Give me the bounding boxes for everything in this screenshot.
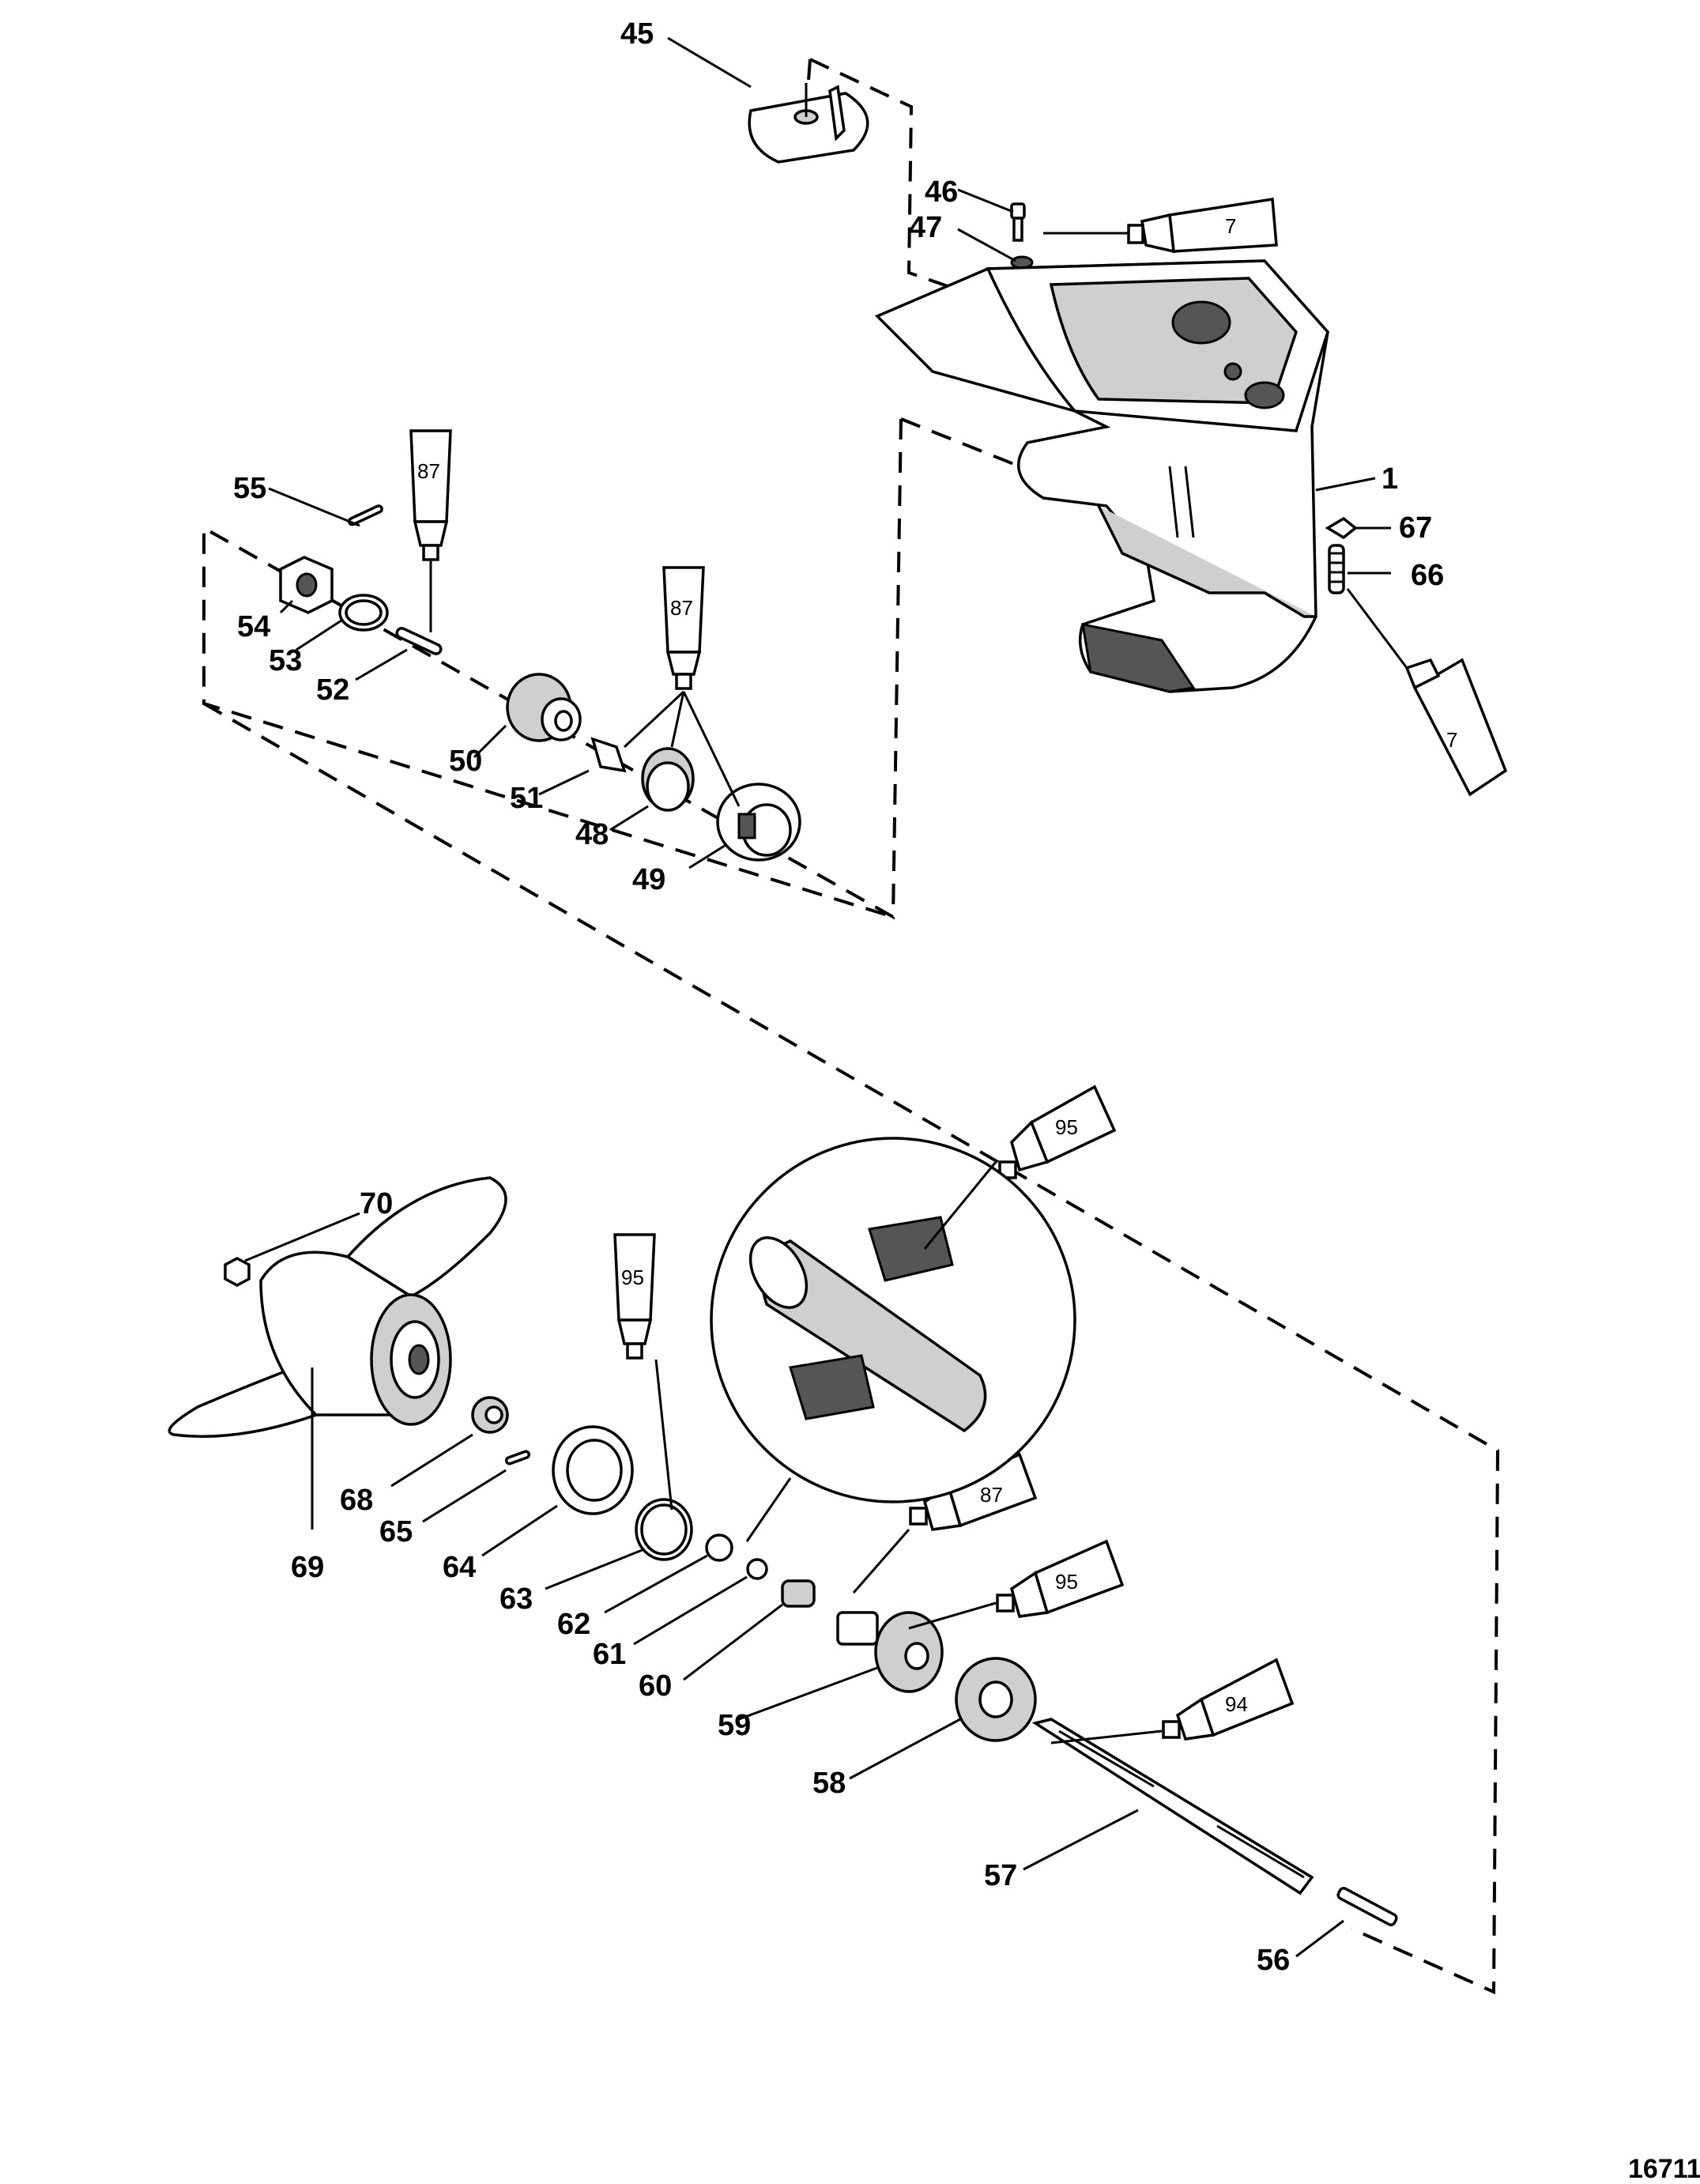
tube-label-95c: 95 [1055,1570,1078,1594]
callout-52: 52 [316,673,349,707]
callout-53: 53 [269,644,302,677]
lubricant-tube-87b: 87 [662,566,705,690]
callout-57: 57 [984,1859,1017,1892]
lubricant-tube-94: 94 [1162,1658,1295,1741]
callout-60: 60 [639,1669,672,1703]
tube-label-87b: 87 [670,596,693,620]
callout-58: 58 [812,1767,846,1800]
callout-51: 51 [510,782,543,815]
tube-label-95a: 95 [1055,1115,1078,1139]
propeller [168,1176,507,1438]
tube-label-87c: 87 [980,1483,1003,1507]
lubricant-tube-87c: 87 [909,1452,1038,1531]
tube-label-7a: 7 [1225,214,1236,238]
callout-56: 56 [1257,1944,1290,1977]
callout-67: 67 [1399,511,1432,545]
lubricant-tube-7a: 7 [1127,197,1278,254]
callout-55: 55 [233,472,266,505]
callout-59: 59 [718,1709,751,1742]
callout-49: 49 [632,863,665,896]
lubricant-tube-95c: 95 [996,1539,1125,1618]
callout-46: 46 [925,175,958,209]
callout-54: 54 [237,610,270,643]
tube-label-94: 94 [1225,1692,1248,1716]
leader-lines [244,36,1408,1958]
callout-63: 63 [499,1582,533,1616]
callout-69: 69 [291,1551,324,1584]
detail-magnifier [710,1137,1076,1503]
callout-1: 1 [1381,462,1398,496]
pin-and-washer [1325,516,1358,594]
callout-61: 61 [593,1638,626,1671]
callout-47: 47 [909,211,942,244]
lubricant-tube-7b: 7 [1404,658,1508,797]
callout-labels: 45 46 47 1 67 66 55 54 53 52 50 51 48 49… [233,17,1444,1977]
lubricant-tube-87a: 87 [409,429,452,561]
callout-50: 50 [449,745,482,778]
callout-65: 65 [379,1515,413,1548]
screw-and-washer [1010,202,1034,270]
callout-64: 64 [443,1551,476,1584]
anode-plate [748,83,869,164]
callout-45: 45 [620,17,654,51]
callout-68: 68 [340,1484,373,1517]
lubricant-tube-95a: 95 [998,1084,1117,1179]
propeller-shaft-assembly [836,1611,1398,1926]
callout-66: 66 [1411,559,1444,592]
figure-number: 16711 [1628,2154,1700,2184]
tube-label-7b: 7 [1446,728,1457,752]
lubricant-tube-95b: 95 [613,1233,656,1360]
tube-label-95b: 95 [621,1266,644,1289]
callout-70: 70 [360,1187,393,1220]
prop-hardware [224,1257,816,1608]
gear-housing [874,259,1329,693]
tube-label-87a: 87 [417,459,440,483]
callout-62: 62 [557,1608,590,1641]
callout-48: 48 [575,818,609,851]
